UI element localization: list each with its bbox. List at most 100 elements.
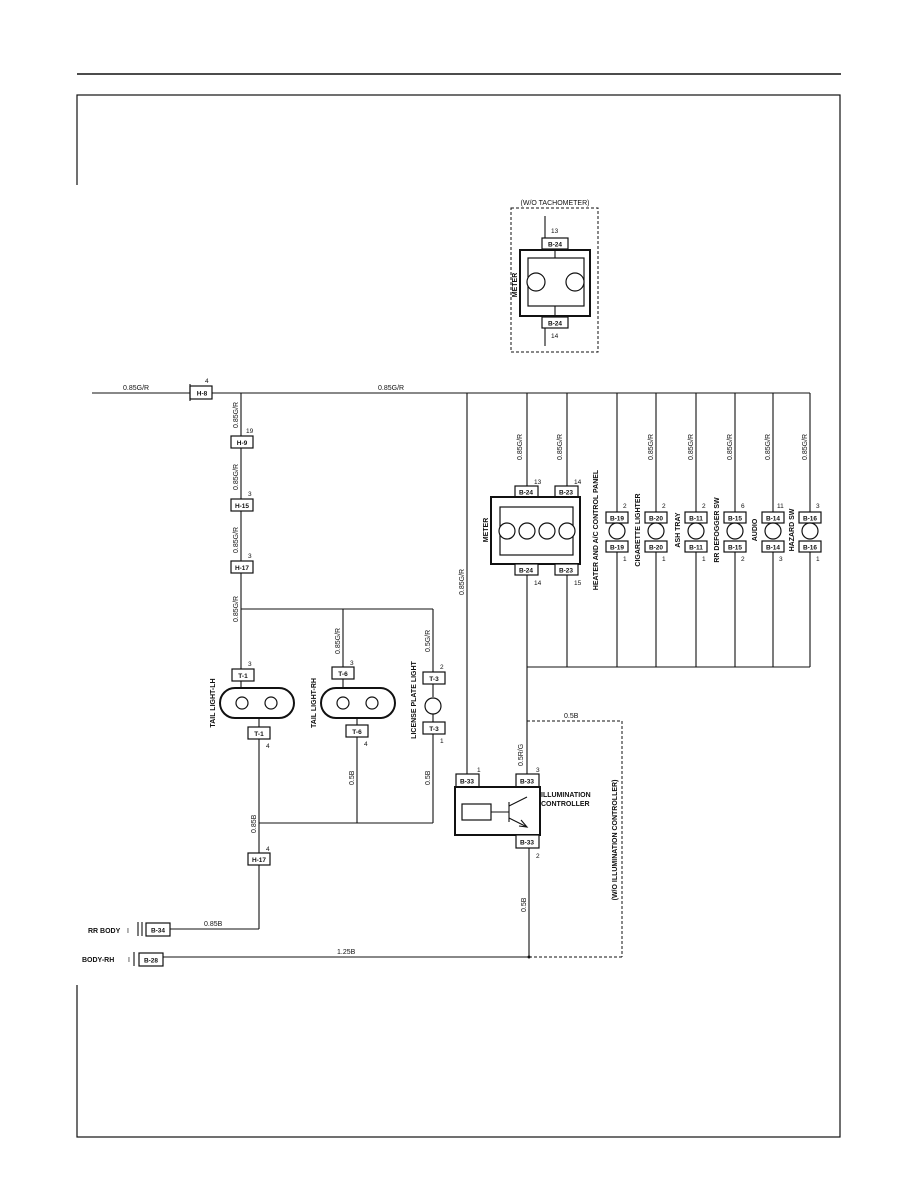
svg-text:T-6: T-6	[338, 671, 348, 678]
svg-text:0.85G/R: 0.85G/R	[727, 434, 734, 460]
bulb-icon	[608, 522, 626, 540]
svg-text:0.85G/R: 0.85G/R	[233, 464, 240, 490]
svg-text:0.5R/G: 0.5R/G	[518, 744, 525, 766]
svg-text:1: 1	[662, 556, 666, 563]
svg-text:B-33: B-33	[520, 840, 534, 847]
svg-text:T-3: T-3	[429, 726, 439, 733]
svg-text:B-11: B-11	[689, 516, 703, 523]
svg-text:B-24: B-24	[519, 490, 533, 497]
svg-text:B-20: B-20	[649, 545, 663, 552]
bulb-icon	[235, 696, 249, 710]
svg-text:CIGARETTE LIGHTER: CIGARETTE LIGHTER	[635, 493, 642, 566]
svg-text:0.5G/R: 0.5G/R	[425, 630, 432, 652]
svg-text:B-23: B-23	[559, 490, 573, 497]
svg-text:AUDIO: AUDIO	[752, 518, 759, 541]
bulb-icon	[526, 272, 546, 292]
svg-text:ASH TRAY: ASH TRAY	[675, 512, 682, 547]
svg-text:H-9: H-9	[237, 440, 248, 447]
transistor-arrow-icon	[518, 819, 529, 828]
svg-text:T-1: T-1	[238, 673, 248, 680]
svg-text:CONTROLLER: CONTROLLER	[541, 801, 590, 808]
svg-text:0.85G/R: 0.85G/R	[802, 434, 809, 460]
connector-t3-top	[422, 671, 446, 685]
svg-text:B-15: B-15	[728, 516, 742, 523]
svg-text:13: 13	[534, 479, 542, 486]
svg-text:2: 2	[536, 853, 540, 860]
bulb-icon	[538, 522, 556, 540]
svg-text:H-8: H-8	[197, 391, 208, 398]
svg-text:2: 2	[702, 503, 706, 510]
tail-light-rh	[320, 687, 396, 719]
svg-text:H-17: H-17	[252, 857, 266, 864]
svg-text:15: 15	[574, 580, 582, 587]
svg-text:T-1: T-1	[254, 731, 264, 738]
svg-text:0.5B: 0.5B	[349, 770, 356, 785]
bulb-icon	[365, 696, 379, 710]
svg-text:1: 1	[440, 738, 444, 745]
connector-h15	[230, 498, 254, 512]
svg-text:14: 14	[534, 580, 542, 587]
svg-text:0.5B: 0.5B	[564, 713, 579, 720]
page-border	[76, 94, 841, 1138]
connector-t3-bot	[422, 721, 446, 735]
svg-text:13: 13	[551, 228, 559, 235]
svg-text:T-6: T-6	[352, 729, 362, 736]
svg-text:ILLUMINATION: ILLUMINATION	[541, 792, 591, 799]
svg-text:2: 2	[662, 503, 666, 510]
svg-text:BODY-RH: BODY-RH	[82, 957, 114, 964]
connector-b24-bot-inset	[541, 316, 569, 329]
bulb-icon	[726, 522, 744, 540]
svg-text:LICENSE PLATE LIGHT: LICENSE PLATE LIGHT	[411, 660, 418, 738]
connector-t1-top	[231, 668, 255, 682]
svg-text:RR BODY: RR BODY	[88, 928, 121, 935]
svg-text:B-16: B-16	[803, 545, 817, 552]
svg-text:0.85G/R: 0.85G/R	[648, 434, 655, 460]
bulb-icon	[498, 522, 516, 540]
svg-text:3: 3	[816, 503, 820, 510]
svg-text:3: 3	[248, 661, 252, 668]
svg-text:0.85G/R: 0.85G/R	[335, 628, 342, 654]
bulb-icon	[687, 522, 705, 540]
svg-text:0.85G/R: 0.85G/R	[233, 596, 240, 622]
svg-text:19: 19	[246, 428, 254, 435]
svg-text:TAIL LIGHT-LH: TAIL LIGHT-LH	[210, 678, 217, 727]
svg-text:I: I	[127, 928, 129, 935]
svg-text:2: 2	[623, 503, 627, 510]
svg-text:3: 3	[248, 553, 252, 560]
svg-text:B-20: B-20	[649, 516, 663, 523]
svg-text:0.85G/R: 0.85G/R	[378, 385, 404, 392]
svg-text:4: 4	[205, 378, 209, 385]
connector-b33-gnd	[515, 834, 540, 849]
svg-text:B-14: B-14	[766, 545, 780, 552]
controller-ic-block	[461, 803, 492, 821]
connector-h9	[230, 435, 254, 449]
svg-text:4: 4	[266, 846, 270, 853]
svg-text:14: 14	[551, 333, 559, 340]
svg-text:(W/O ILLUMINATION CONTROLLER): (W/O ILLUMINATION CONTROLLER)	[612, 780, 619, 901]
svg-text:0.85G/R: 0.85G/R	[557, 434, 564, 460]
svg-text:HAZARD SW: HAZARD SW	[789, 508, 796, 551]
svg-text:B-15: B-15	[728, 545, 742, 552]
tail-light-lh	[219, 687, 295, 719]
svg-text:11: 11	[777, 503, 784, 510]
svg-text:0.5B: 0.5B	[521, 897, 528, 912]
bulb-icon	[565, 272, 585, 292]
svg-text:14: 14	[574, 479, 582, 486]
svg-text:B-24: B-24	[548, 321, 562, 328]
svg-text:0.85G/R: 0.85G/R	[233, 402, 240, 428]
bulb-icon	[764, 522, 782, 540]
svg-text:0.85G/R: 0.85G/R	[459, 569, 466, 595]
svg-text:B-16: B-16	[803, 516, 817, 523]
bulb-icon	[558, 522, 576, 540]
svg-text:1: 1	[623, 556, 627, 563]
svg-text:3: 3	[248, 491, 252, 498]
svg-text:3: 3	[350, 660, 354, 667]
svg-text:0.85G/R: 0.85G/R	[517, 434, 524, 460]
svg-text:0.5B: 0.5B	[425, 770, 432, 785]
svg-text:RR DEFOGGER SW: RR DEFOGGER SW	[714, 497, 721, 563]
wo-tach-frame	[510, 207, 599, 353]
svg-text:0.85G/R: 0.85G/R	[688, 434, 695, 460]
svg-text:B-19: B-19	[610, 516, 624, 523]
svg-text:B-14: B-14	[766, 516, 780, 523]
svg-text:H-17: H-17	[235, 565, 249, 572]
